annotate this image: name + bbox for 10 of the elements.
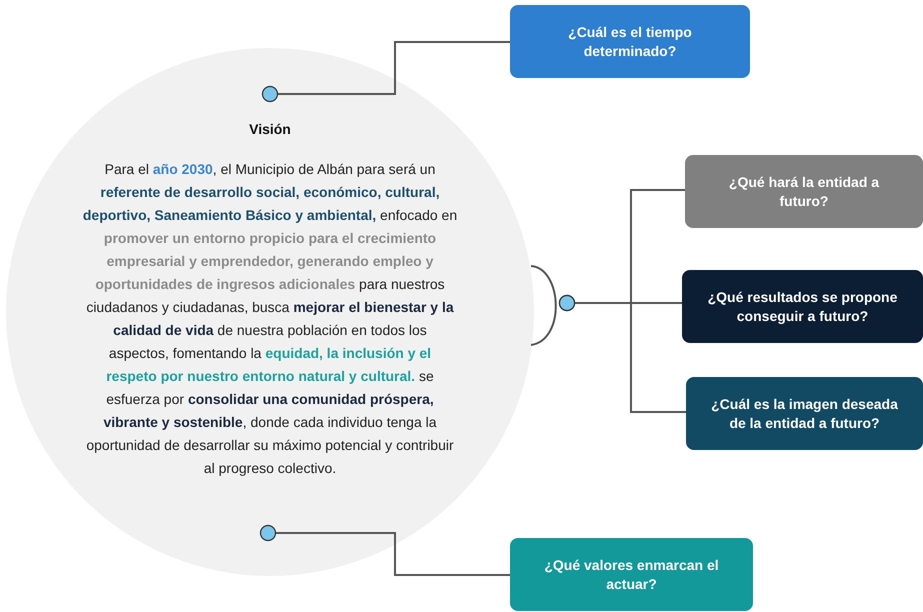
heading: Visión bbox=[248, 121, 292, 137]
question-box: ¿Cuál es el tiempo determinado? bbox=[510, 5, 750, 78]
question-box: ¿Qué resultados se propone conseguir a futuro? bbox=[682, 270, 923, 343]
vision-paragraph: Para el año 2030, el Municipio de Albán para será un referente de desarrollo social, económico, cultural, deportivo, Saneamiento Básico y ambiental, enfocado en promover un entorno propicio para el crecimiento empresarial y emprendedor, generando empleo y oportunidades de ingresos adicionales para nuestros ciudadanos y ciudadanas, busca mejorar el bienestar y la calidad de vida de nuestra población en todos los aspectos, fomentando la equidad, la inclusión y el respeto por nuestro entorno natural y cultural. se esfuerza por consolidar una comunidad próspera, vibrante y sostenible, donde cada individuo tenga la oportunidad de desarrollar su máximo potencial y contribuir al progreso colectivo. bbox=[82, 160, 458, 478]
connector bbox=[558, 294, 686, 413]
connector bbox=[260, 524, 510, 576]
question-box: ¿Cuál es la imagen deseada de la entidad a futuro? bbox=[686, 377, 923, 450]
question-box: ¿Qué hará la entidad a futuro? bbox=[685, 155, 923, 228]
question-box: ¿Qué valores enmarcan el actuar? bbox=[510, 538, 753, 611]
connector bbox=[262, 41, 510, 102]
